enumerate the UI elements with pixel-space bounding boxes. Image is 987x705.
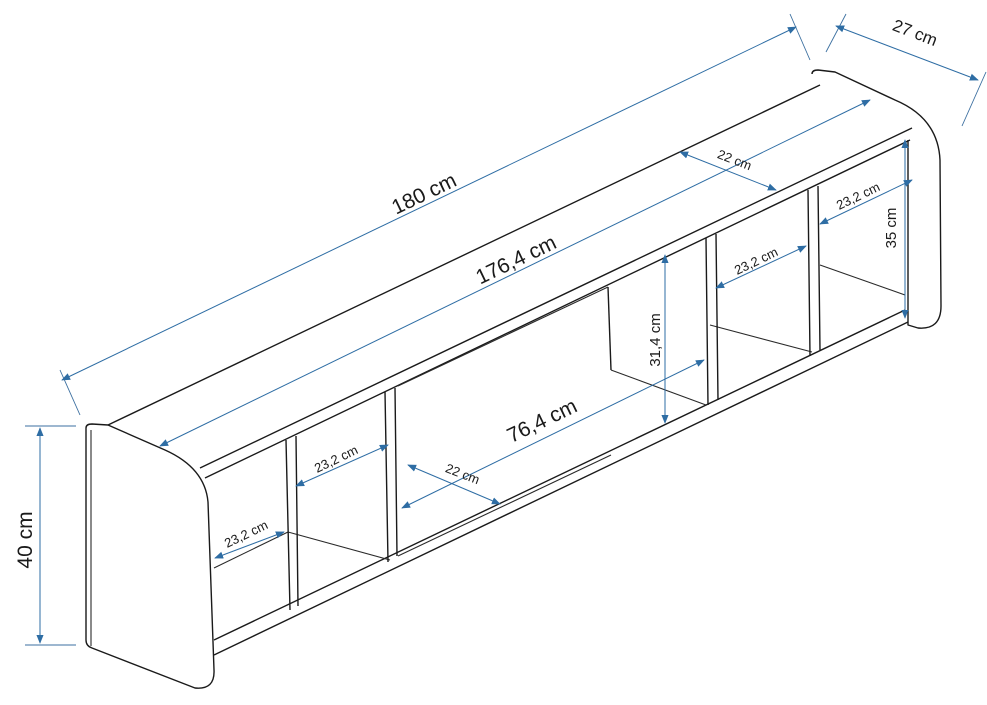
dim-line-cubby-r1 [715, 245, 807, 289]
label-depth: 27 cm [890, 16, 940, 50]
dim-line-cubby-l2 [295, 444, 389, 487]
dimension-labels: 180 cm 176,4 cm 27 cm 40 cm 35 cm 31,4 c… [14, 16, 940, 569]
divider-3 [705, 233, 719, 406]
ext-27-right [961, 71, 987, 127]
label-inner-depth-middle: 22 cm [443, 460, 481, 487]
extension-lines [25, 13, 987, 646]
dim-line-cubby-l1 [214, 531, 285, 559]
dim-line-cubby-r2 [819, 179, 913, 225]
divider-4 [807, 185, 821, 357]
label-middle-height: 31,4 cm [647, 313, 664, 366]
dimension-lines [36, 25, 979, 644]
divider-1 [285, 435, 299, 611]
middle-back-top [397, 286, 609, 387]
label-cubby-left-1: 23,2 cm [222, 517, 270, 551]
middle-back-bottom [397, 454, 612, 557]
label-right-height: 35 cm [883, 208, 900, 249]
divider-2 [384, 387, 398, 563]
label-cubby-right-1: 23,2 cm [732, 244, 780, 278]
ext-180-left [59, 369, 81, 416]
label-total-length: 180 cm [388, 169, 460, 220]
label-cubby-left-2: 23,2 cm [312, 442, 360, 476]
top-back-edge [107, 84, 821, 426]
label-cubby-right-2: 23,2 cm [834, 179, 882, 213]
dim-line-76 [401, 359, 705, 509]
label-total-height: 40 cm [14, 511, 37, 568]
dim-line-22-right [679, 151, 777, 191]
bottom-lower-edge [213, 321, 909, 656]
dim-line-27 [835, 25, 979, 81]
middle-floor-right [610, 369, 707, 406]
right-side-panel [811, 69, 942, 329]
back-panel-edge [607, 286, 612, 371]
left-side-panel [85, 423, 215, 689]
dim-line-22-middle [407, 464, 501, 505]
bottom-back-l2 [287, 531, 391, 561]
ext-27-left [825, 13, 847, 53]
ext-180-right [789, 13, 811, 61]
label-inner-depth-right: 22 cm [715, 146, 753, 173]
label-inner-length: 176,4 cm [472, 231, 560, 289]
bottom-back-r2 [819, 264, 906, 296]
top-front-lower-edge [204, 139, 911, 479]
bottom-back-r1 [709, 324, 813, 353]
